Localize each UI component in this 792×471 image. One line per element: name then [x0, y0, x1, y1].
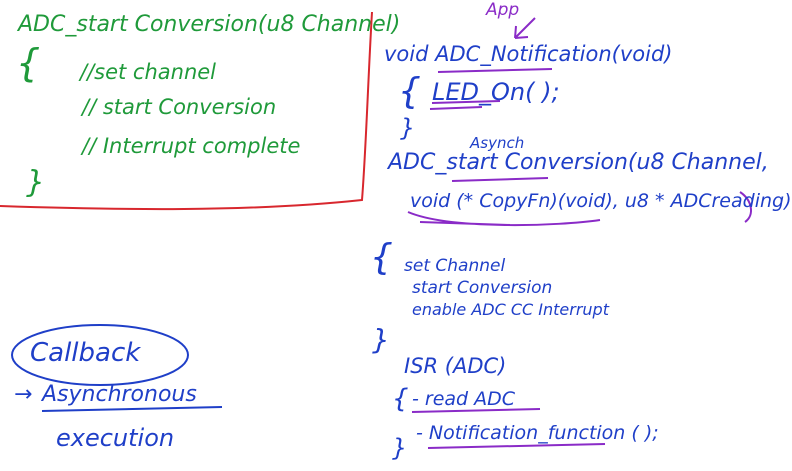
start-conversion-open-brace: {	[370, 237, 393, 278]
asynchronous-arrow: →	[14, 382, 33, 407]
callback-param-swoosh	[739, 191, 752, 223]
asynchronous-underline	[41, 406, 223, 412]
led-on-call: LED_On( );	[432, 78, 560, 106]
callback-word: Callback	[30, 338, 141, 368]
read-adc-underline	[411, 408, 541, 413]
app-pointer-arrow	[514, 17, 536, 39]
asynchronous-word: Asynchronous	[42, 382, 197, 407]
start-conversion-body-set-channel: set Channel	[404, 256, 506, 276]
start-conversion-line-2: void (* CopyFn)(void), u8 * ADCreading)	[410, 190, 792, 212]
notification-open-brace: {	[398, 71, 421, 112]
led-on-underline	[429, 100, 501, 110]
start-conversion-line-1: ADC_start Conversion(u8 Channel,	[388, 150, 769, 175]
left-close-brace: }	[26, 165, 46, 200]
red-box-outline	[0, 11, 373, 211]
ink-strokes-layer	[0, 11, 752, 449]
notification-underline	[437, 68, 553, 73]
notification-signature: void ADC_Notification(void)	[384, 42, 673, 66]
isr-close-brace: }	[392, 434, 408, 462]
notification-close-brace: }	[400, 114, 416, 142]
start-conversion-underline	[451, 177, 549, 182]
async-label: Asynch	[470, 134, 525, 152]
left-comment-start-conversion: // start Conversion	[82, 95, 277, 119]
left-signature: ADC_start Conversion(u8 Channel)	[18, 12, 401, 37]
callback-param-underline	[407, 211, 601, 227]
isr-signature: ISR (ADC)	[404, 354, 507, 378]
start-conversion-body-enable-interrupt: enable ADC CC Interrupt	[412, 300, 609, 319]
callback-ellipse	[11, 324, 189, 386]
isr-notification-call: - Notification_function ( );	[416, 422, 659, 444]
left-comment-interrupt: // Interrupt complete	[82, 134, 301, 158]
isr-read-adc: - read ADC	[412, 388, 516, 410]
left-open-brace: {	[16, 41, 41, 85]
left-comment-set-channel: //set channel	[80, 60, 217, 84]
start-conversion-body-start: start Conversion	[412, 278, 553, 298]
app-label: App	[486, 0, 520, 20]
start-conversion-close-brace: }	[372, 323, 390, 356]
isr-open-brace: {	[392, 384, 409, 414]
execution-word: execution	[56, 424, 175, 452]
notification-function-underline	[427, 443, 606, 449]
